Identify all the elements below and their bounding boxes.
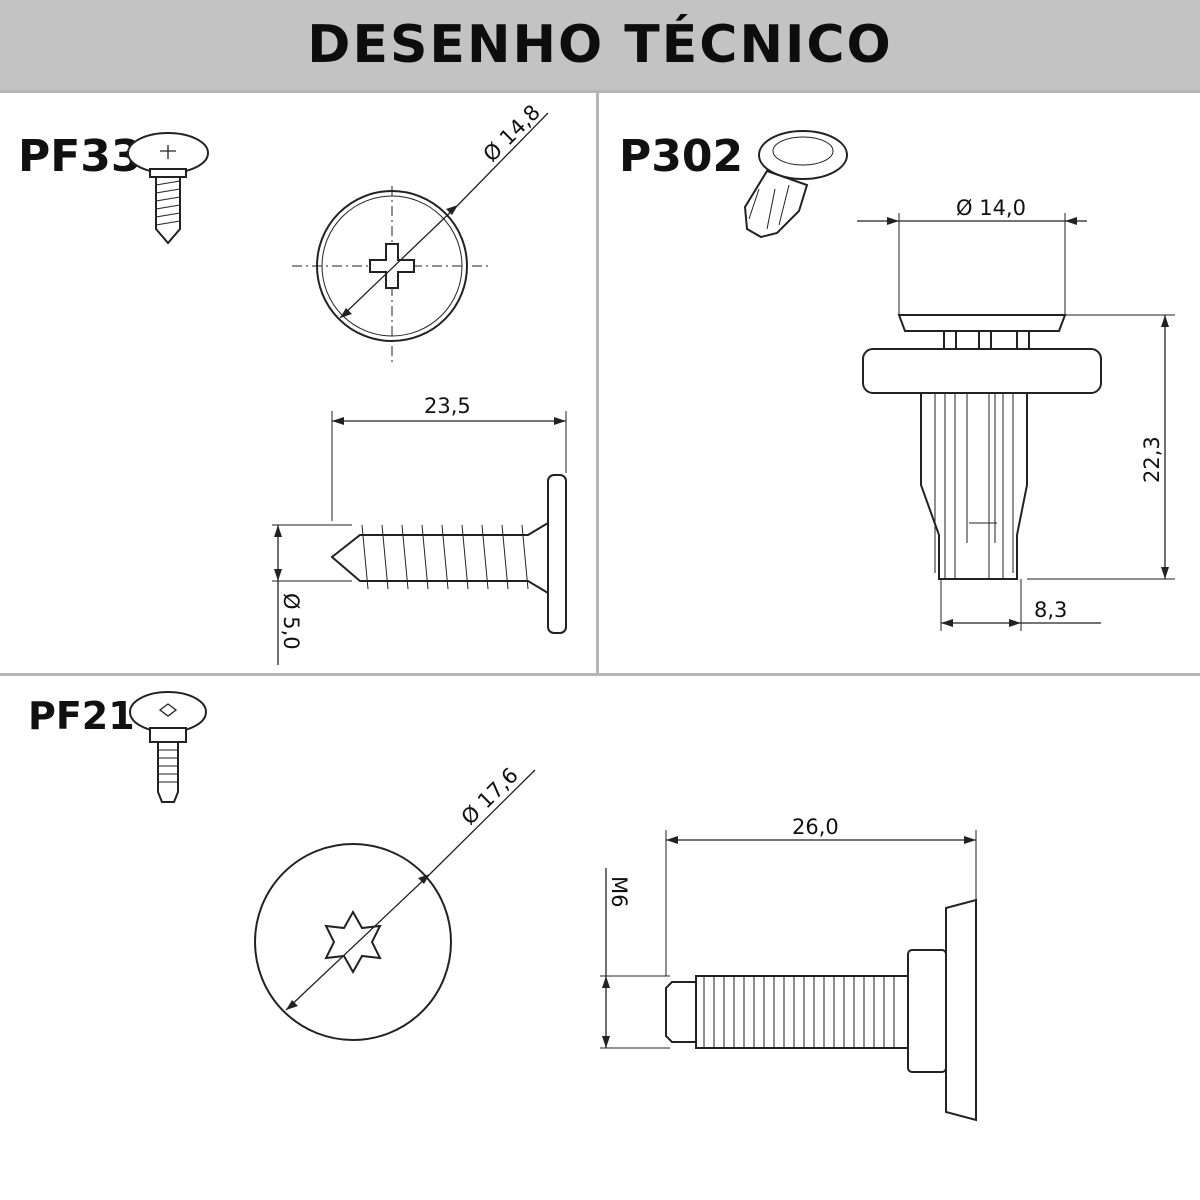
pf33-side-view xyxy=(272,411,567,665)
part-code-pf21: PF21 xyxy=(28,694,135,738)
dim-label-pf21-head-diameter: Ø 17,6 xyxy=(457,763,523,829)
dim-label-pf33-head-diameter: Ø 14,8 xyxy=(479,100,545,166)
divider-horizontal-top xyxy=(0,90,1200,93)
panel-pf21: PF21 Ø 17,6 xyxy=(0,676,1200,1200)
dim-label-p302-head-diameter: Ø 14,0 xyxy=(956,196,1026,220)
panel-p302: P302 xyxy=(599,93,1200,673)
divider-vertical xyxy=(596,93,599,675)
dim-label-p302-body-width: 8,3 xyxy=(1034,598,1067,622)
pf21-drawing: Ø 17,6 26,0 M6 xyxy=(129,691,977,1122)
title-banner: DESENHO TÉCNICO xyxy=(0,0,1200,90)
dim-label-pf21-length: 26,0 xyxy=(792,815,839,839)
page-title: DESENHO TÉCNICO xyxy=(307,15,893,75)
p302-elevation xyxy=(857,213,1175,631)
pf21-front-view xyxy=(254,769,536,1041)
pf21-side-view xyxy=(600,830,977,1122)
p302-thumbnail xyxy=(743,130,848,239)
p302-drawing: Ø 14,0 22,3 8,3 xyxy=(743,130,1175,631)
divider-horizontal-middle xyxy=(0,673,1200,676)
dim-label-pf21-thread: M6 xyxy=(607,876,631,907)
dim-label-pf33-shank-diameter: Ø 5,0 xyxy=(279,593,303,650)
panel-pf33: PF33 Ø 14,8 xyxy=(0,93,596,673)
part-code-p302: P302 xyxy=(619,131,744,182)
pf33-drawing: Ø 14,8 23,5 Ø 5,0 xyxy=(127,100,567,665)
pf21-thumbnail xyxy=(129,691,207,803)
dim-label-p302-height: 22,3 xyxy=(1140,436,1164,483)
part-code-pf33: PF33 xyxy=(18,131,142,182)
pf33-front-view xyxy=(292,112,549,366)
pf33-thumbnail xyxy=(127,132,209,245)
dim-label-pf33-length: 23,5 xyxy=(424,394,471,418)
